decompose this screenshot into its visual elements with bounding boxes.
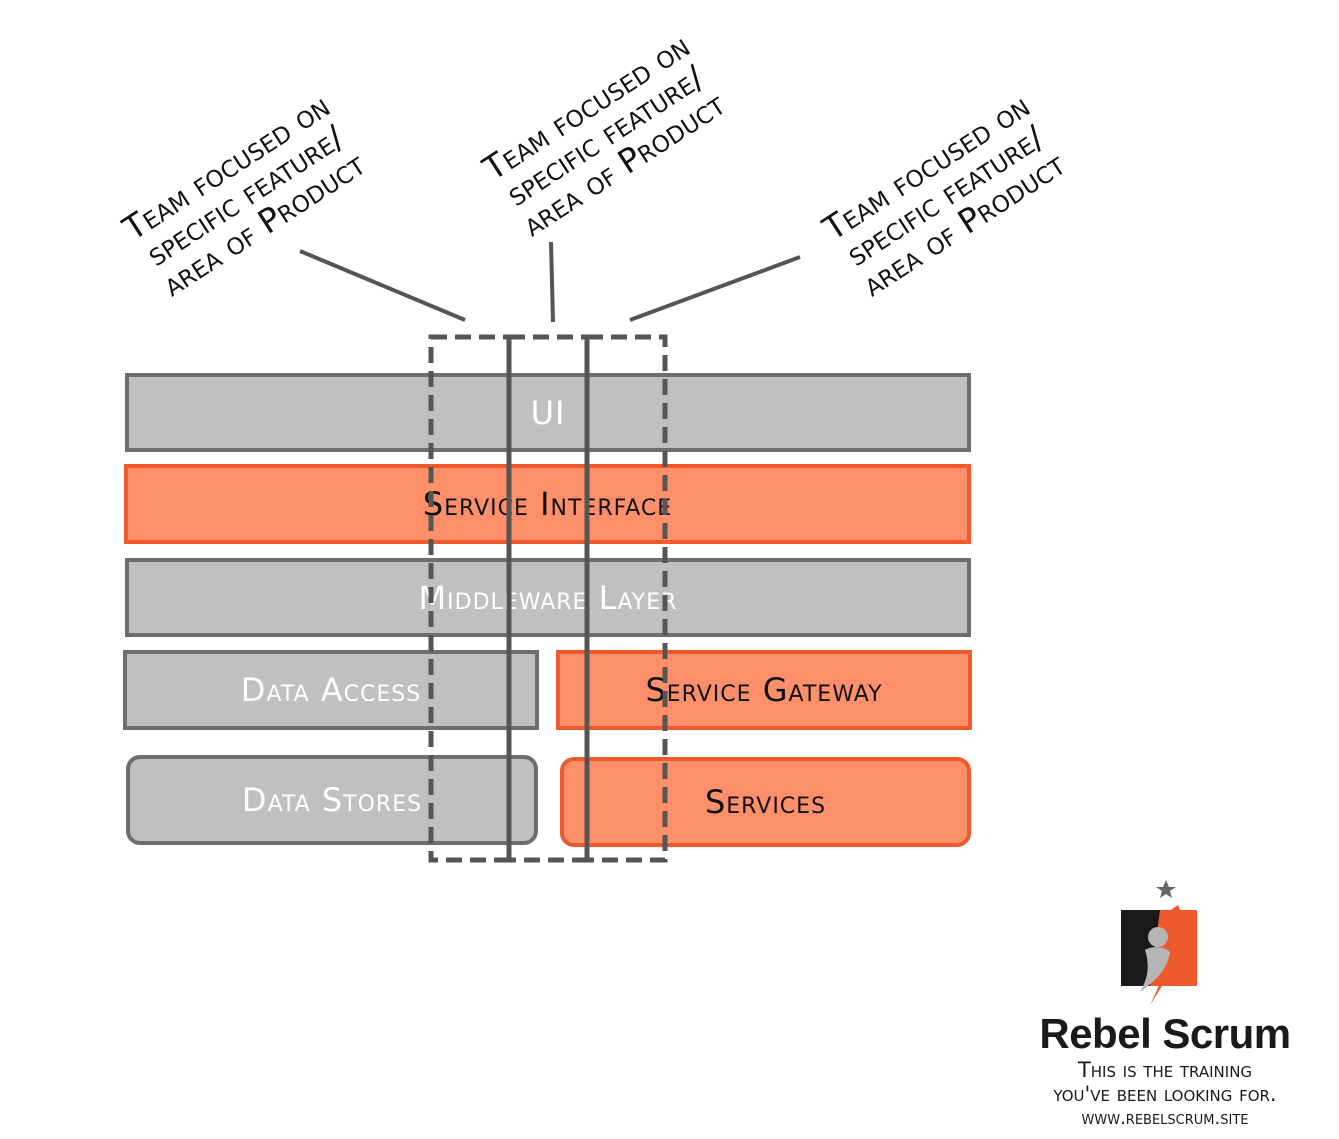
team-box-1 — [428, 334, 512, 863]
pointer-line-center — [549, 241, 555, 323]
layer-service-gateway-label: Service Gateway — [645, 671, 883, 709]
layer-data-stores: Data Stores — [126, 755, 538, 845]
brand-name: Rebel Scrum — [1039, 1010, 1291, 1057]
layer-service-interface-label: Service Interface — [422, 485, 673, 523]
layer-data-access-label: Data Access — [240, 671, 422, 709]
brand-url: www.rebelscrum.site — [1081, 1108, 1249, 1129]
brand-block: Rebel Scrum This is the training you've … — [1020, 1010, 1310, 1129]
team-box-3 — [584, 334, 668, 863]
rebel-scrum-logo-icon — [1121, 880, 1197, 1005]
layer-ui: UI — [125, 373, 971, 452]
layer-middleware-label: Middleware Layer — [418, 578, 678, 617]
layer-middleware: Middleware Layer — [125, 558, 971, 637]
brand-tagline-2: you've been looking for. — [1053, 1082, 1277, 1106]
pointer-line-left — [299, 249, 466, 322]
pointer-line-right — [629, 255, 801, 322]
layer-data-access: Data Access — [123, 650, 539, 730]
team-box-2 — [506, 334, 590, 863]
brand-tagline-1: This is the training — [1077, 1058, 1253, 1082]
layer-services-label: Services — [704, 783, 827, 821]
layer-services: Services — [560, 757, 971, 847]
layer-service-gateway: Service Gateway — [556, 650, 972, 730]
layer-data-stores-label: Data Stores — [241, 781, 423, 819]
layer-service-interface: Service Interface — [124, 464, 971, 544]
layer-ui-label: UI — [530, 393, 566, 432]
